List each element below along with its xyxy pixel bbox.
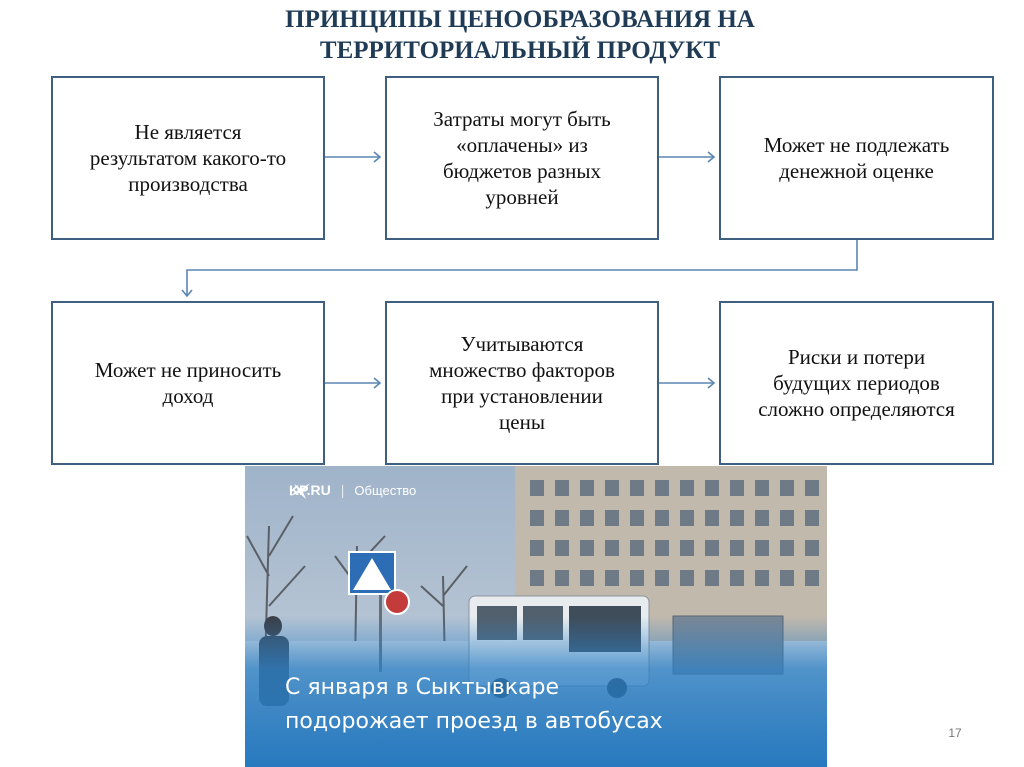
box-1-line-2: результатом какого-то — [89, 146, 287, 170]
caption-line-1: С января в Сыктывкаре — [285, 675, 560, 700]
kp-section: Общество — [354, 482, 417, 498]
box-3-line-2: денежной оценке — [779, 159, 934, 183]
box-5-line-4: цены — [499, 410, 545, 434]
box-5-line-2: множество факторов — [429, 358, 615, 382]
kp-bird-icon — [290, 483, 310, 499]
arrowhead-1-2 — [373, 151, 382, 163]
slide-title: ПРИНЦИПЫ ЦЕНООБРАЗОВАНИЯ НА ТЕРРИТОРИАЛЬ… — [150, 4, 890, 66]
box-1: Не является результатом какого-то произв… — [51, 76, 325, 240]
box-5-line-1: Учитываются — [460, 332, 584, 356]
arrowhead-3-4 — [181, 289, 193, 298]
box-3: Может не подлежать денежной оценке — [719, 76, 994, 240]
kp-brand: KP.RU — [289, 482, 331, 498]
news-photo: KP.RU | Общество С января в Сыктывкаре п… — [245, 466, 827, 767]
page-number: 17 — [948, 726, 962, 740]
box-2: Затраты могут быть «оплачены» из бюджето… — [385, 76, 659, 240]
box-6-line-2: будущих периодов — [773, 371, 940, 395]
arrowhead-5-6 — [707, 377, 716, 389]
arrow-3-4 — [186, 239, 858, 296]
street-scene — [245, 466, 827, 767]
kp-separator: | — [340, 482, 345, 498]
box-6-line-1: Риски и потери — [787, 345, 926, 369]
box-4: Может не приносить доход — [51, 301, 325, 465]
caption-line-2: подорожает проезд в автобусах — [285, 709, 663, 734]
arrowhead-2-3 — [707, 151, 716, 163]
title-line-1: ПРИНЦИПЫ ЦЕНООБРАЗОВАНИЯ НА — [285, 6, 755, 33]
box-1-line-1: Не является — [134, 120, 242, 144]
box-3-line-1: Может не подлежать — [763, 133, 950, 157]
box-5: Учитываются множество факторов при устан… — [385, 301, 659, 465]
box-4-line-1: Может не приносить — [94, 358, 282, 382]
box-2-line-4: уровней — [485, 185, 559, 209]
box-2-line-1: Затраты могут быть — [433, 107, 611, 131]
box-6: Риски и потери будущих периодов сложно о… — [719, 301, 994, 465]
box-4-line-2: доход — [162, 384, 214, 408]
box-5-line-3: при установлении — [441, 384, 603, 408]
title-line-2: ТЕРРИТОРИАЛЬНЫЙ ПРОДУКТ — [319, 37, 721, 64]
box-6-line-3: сложно определяются — [758, 397, 955, 421]
box-1-line-3: производства — [128, 172, 248, 196]
box-2-line-2: «оплачены» из — [456, 133, 588, 157]
box-2-line-3: бюджетов разных — [442, 159, 602, 183]
arrowhead-4-5 — [373, 377, 382, 389]
kp-logo: KP.RU | Общество — [289, 482, 417, 499]
